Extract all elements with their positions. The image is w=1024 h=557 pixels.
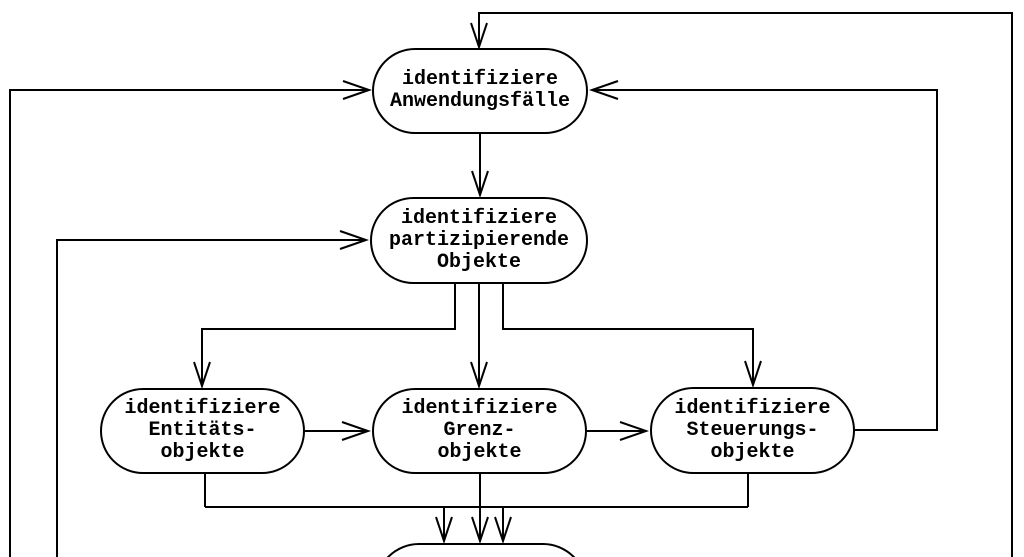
arrowhead-down-entitaets-top [193, 361, 211, 390]
node-identifiziere-grenzobjekte: identifiziere Grenz- objekte [372, 388, 587, 474]
arrowhead-down-bottom-node-left [435, 516, 453, 545]
arrowhead-down-bottom-node-right [494, 516, 512, 545]
node-identifiziere-entitaetsobjekte: identifiziere Entitäts- objekte [100, 388, 305, 474]
node-label-line: Entitäts- [148, 419, 257, 442]
node-label-line: Grenz- [443, 419, 516, 442]
node-label-line: Anwendungsfälle [389, 90, 571, 113]
edge-loop-left-inner-into-partizipierende [56, 239, 365, 557]
arrowhead-right-anwendungsfaelle-left [342, 80, 373, 100]
node-label-line: objekte [437, 441, 522, 464]
edge-loop-right-border-into-anwendungsfaelle [478, 12, 1013, 557]
arrowhead-down-steuerungs-top [744, 360, 762, 389]
node-identifiziere-partizipierende-objekte: identifiziere partizipierende Objekte [370, 197, 588, 284]
node-label-line: identifiziere [400, 206, 558, 230]
arrowhead-left-anwendungsfaelle-right [588, 80, 619, 100]
node-identifiziere-anwendungsfaelle: identifiziere Anwendungsfälle [372, 48, 588, 134]
edge-loop-left-outer-into-anwendungsfaelle [9, 89, 368, 557]
node-label-line: objekte [710, 440, 795, 464]
node-label-line: identifiziere [124, 397, 281, 420]
node-partial-bottom [375, 543, 587, 557]
arrowhead-down-anwendungsfaelle-top [470, 22, 488, 51]
node-label-line: identifiziere [401, 68, 559, 91]
arrowhead-right-grenz-left [341, 421, 372, 441]
edge-partizipierende-to-steuerungs [502, 283, 754, 384]
arrowhead-down-grenz-top [470, 361, 488, 390]
edge-steuerungs-to-anwendungsfaelle [592, 89, 938, 431]
node-label-line: Objekte [436, 250, 521, 274]
node-label-line: Steuerungs- [686, 418, 819, 442]
node-label-line: partizipierende [388, 228, 570, 252]
edge-partizipierende-to-entitaets [201, 283, 456, 385]
arrowhead-right-steuerungs-left [619, 421, 650, 441]
node-label-line: objekte [160, 441, 245, 464]
node-label-line: identifiziere [401, 397, 558, 420]
arrowhead-down-partizipierende-top [471, 170, 489, 199]
node-identifiziere-steuerungsobjekte: identifiziere Steuerungs- objekte [650, 387, 855, 474]
arrowhead-right-partizipierende-left [339, 230, 370, 250]
arrowhead-down-bottom-node-center [471, 516, 489, 545]
node-label-line: identifiziere [674, 396, 831, 420]
